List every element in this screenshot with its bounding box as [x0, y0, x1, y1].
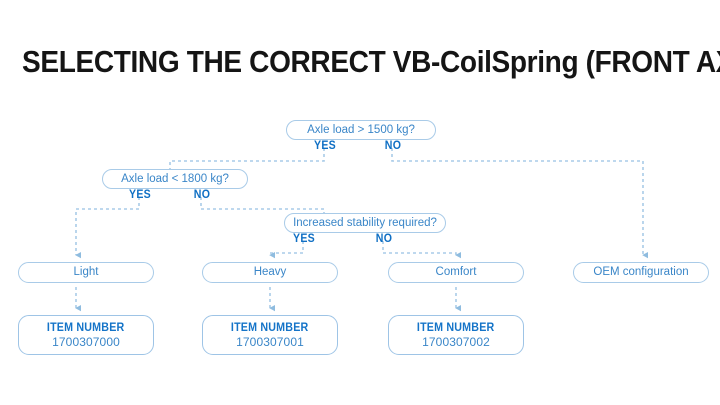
item-number-title: ITEM NUMBER: [417, 321, 495, 334]
result-label: Light: [73, 266, 99, 278]
decision-box-increased-stability[interactable]: Increased stability required?: [284, 213, 446, 233]
branch-label-d3-yes: YES: [292, 233, 315, 245]
item-number-title: ITEM NUMBER: [47, 321, 125, 334]
result-box-heavy[interactable]: Heavy: [202, 262, 338, 283]
branch-label-d2-no: NO: [193, 189, 211, 201]
branch-label-d1-no: NO: [384, 140, 402, 152]
branch-label-d3-no: NO: [375, 233, 393, 245]
edge-d2-yes: [75, 197, 140, 259]
item-number-box-comfort[interactable]: ITEM NUMBER 1700307002: [388, 315, 524, 355]
item-number-box-light[interactable]: ITEM NUMBER 1700307000: [18, 315, 154, 355]
page-title: SELECTING THE CORRECT VB-CoilSpring (FRO…: [22, 44, 720, 79]
edge-d1-yes: [169, 148, 325, 169]
branch-label-d1-yes: YES: [313, 140, 336, 152]
decision-label: Increased stability required?: [293, 216, 437, 229]
item-number-value: 1700307001: [236, 334, 304, 349]
result-label: Comfort: [435, 266, 477, 278]
item-number-value: 1700307000: [52, 334, 120, 349]
result-label: Heavy: [253, 266, 287, 278]
edge-d1-no: [391, 148, 649, 259]
result-box-light[interactable]: Light: [18, 262, 154, 283]
item-number-box-heavy[interactable]: ITEM NUMBER 1700307001: [202, 315, 338, 355]
decision-label: Axle load > 1500 kg?: [307, 123, 415, 136]
decision-box-axle-load-1500[interactable]: Axle load > 1500 kg?: [286, 120, 436, 140]
result-box-comfort[interactable]: Comfort: [388, 262, 524, 283]
decision-label: Axle load < 1800 kg?: [121, 172, 229, 185]
decision-box-axle-load-1800[interactable]: Axle load < 1800 kg?: [102, 169, 248, 189]
result-box-oem-configuration[interactable]: OEM configuration: [573, 262, 709, 283]
item-number-title: ITEM NUMBER: [231, 321, 309, 334]
result-label: OEM configuration: [593, 266, 689, 278]
branch-label-d2-yes: YES: [128, 189, 151, 201]
item-number-value: 1700307002: [422, 334, 490, 349]
